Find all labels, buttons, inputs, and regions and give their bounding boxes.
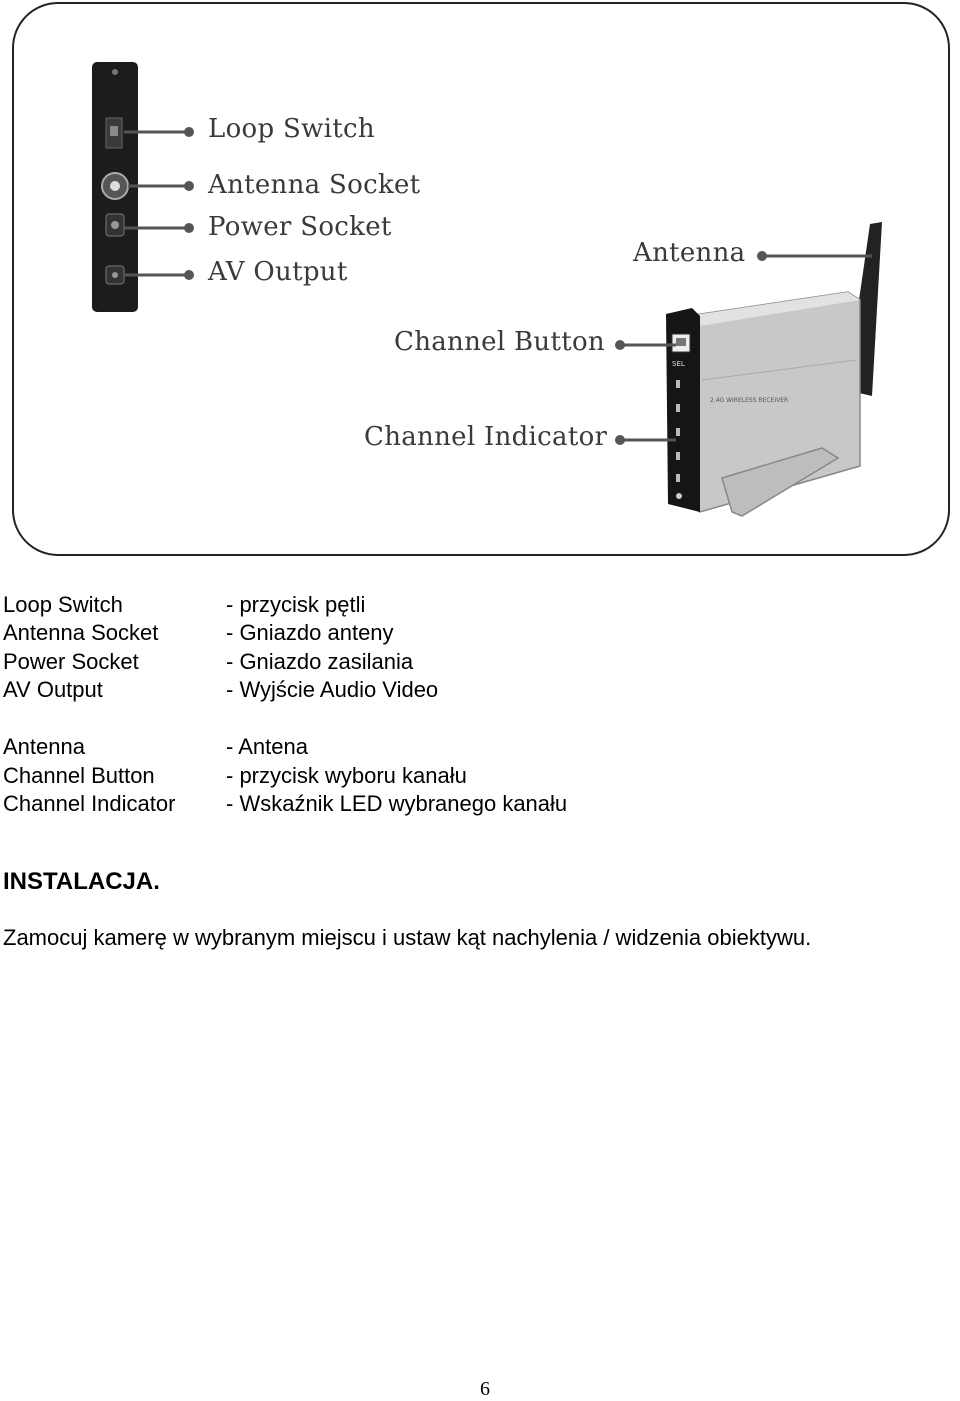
page-number: 6 xyxy=(0,1378,960,1401)
callout-power-socket: Power Socket xyxy=(208,212,392,242)
device-illustration: 2.4G WIRELESS RECEIVER SEL xyxy=(0,0,960,560)
legend-term: Channel Indicator xyxy=(3,790,175,818)
section-heading: INSTALACJA. xyxy=(3,868,160,896)
legend-term: Antenna xyxy=(3,733,85,761)
legend-desc: - Antena xyxy=(226,733,308,761)
legend-term: Antenna Socket xyxy=(3,619,158,647)
instruction-paragraph: Zamocuj kamerę w wybranym miejscu i usta… xyxy=(3,925,811,951)
legend-term: Channel Button xyxy=(3,762,155,790)
callout-channel-button: Channel Button xyxy=(394,327,605,357)
legend-desc: - Wyjście Audio Video xyxy=(226,676,438,704)
callout-antenna-socket: Antenna Socket xyxy=(208,170,420,200)
legend-term: AV Output xyxy=(3,676,103,704)
callout-loop-switch: Loop Switch xyxy=(208,114,375,144)
legend-desc: - Gniazdo zasilania xyxy=(226,648,413,676)
legend-desc: - przycisk wyboru kanału xyxy=(226,762,467,790)
callout-channel-indicator: Channel Indicator xyxy=(364,422,607,452)
svg-text:SEL: SEL xyxy=(672,360,685,368)
legend-desc: - Gniazdo anteny xyxy=(226,619,394,647)
legend-term: Power Socket xyxy=(3,648,139,676)
legend-term: Loop Switch xyxy=(3,591,123,619)
legend-desc: - przycisk pętli xyxy=(226,591,365,619)
callout-av-output: AV Output xyxy=(208,257,348,287)
svg-text:2.4G WIRELESS RECEIVER: 2.4G WIRELESS RECEIVER xyxy=(710,397,788,404)
legend-desc: - Wskaźnik LED wybranego kanału xyxy=(226,790,567,818)
callout-antenna: Antenna xyxy=(633,238,745,268)
